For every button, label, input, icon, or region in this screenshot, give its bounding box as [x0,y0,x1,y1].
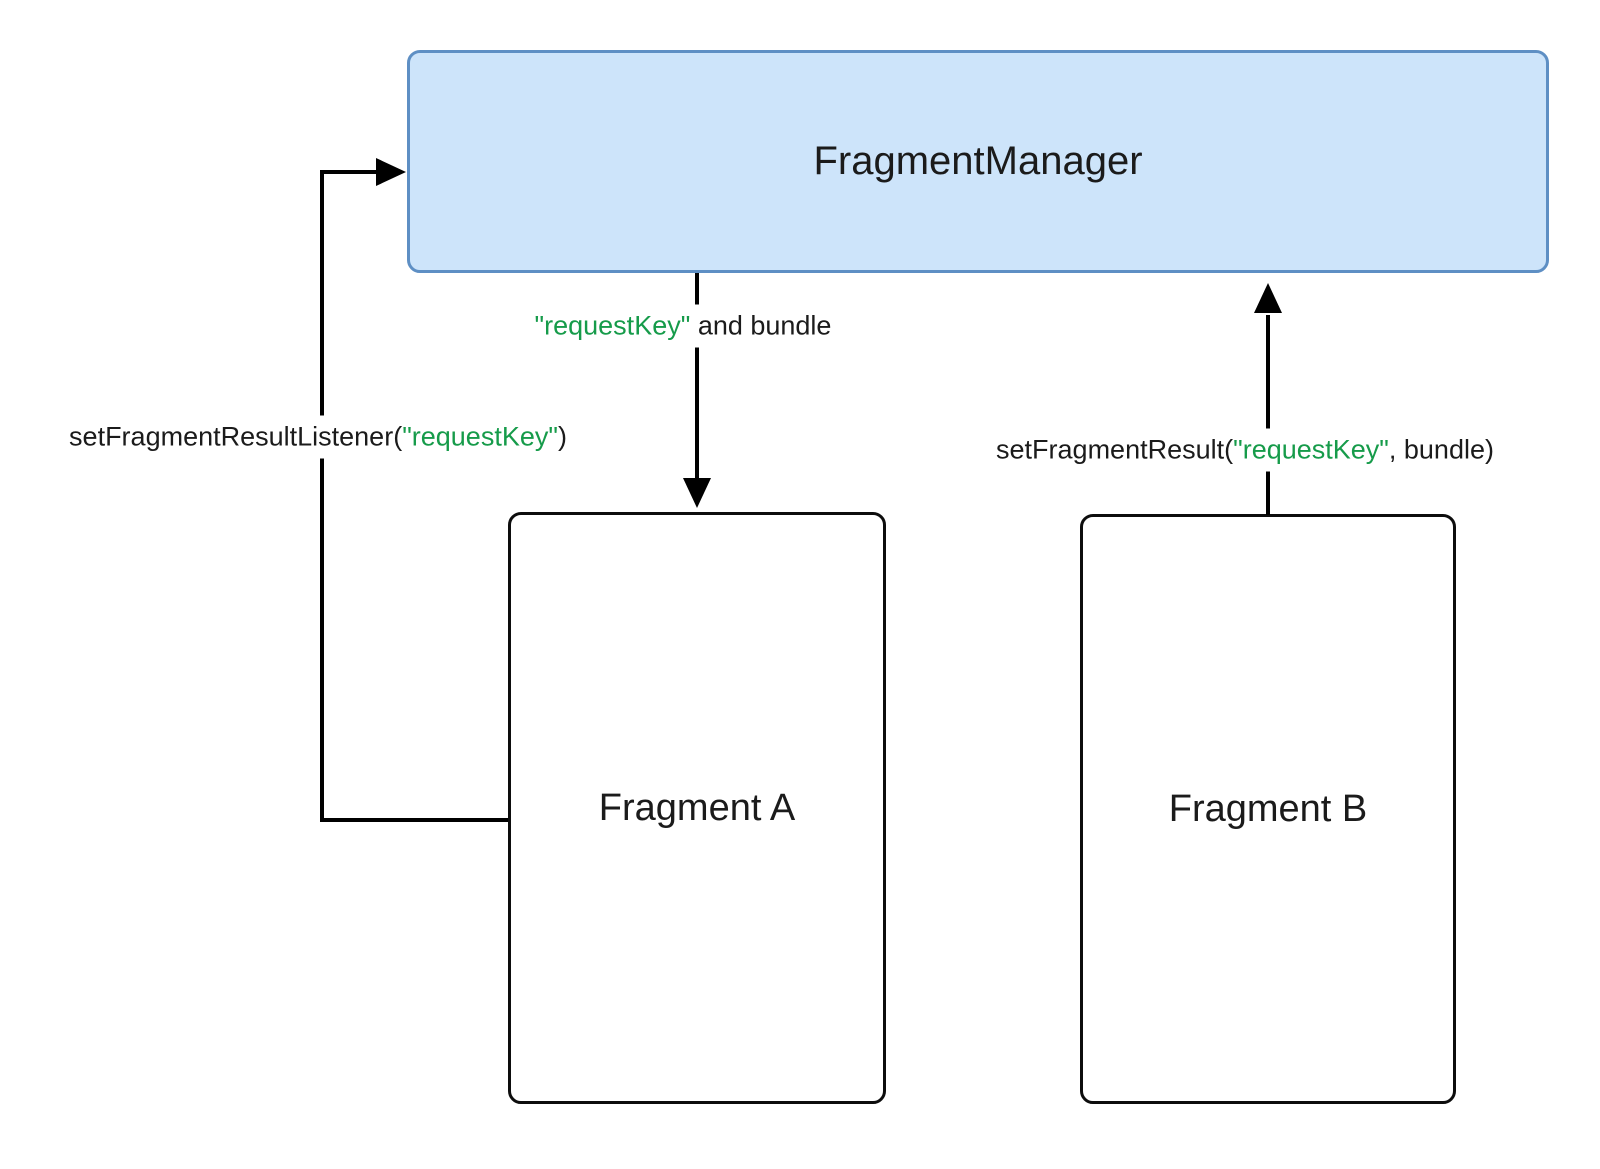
fragment-manager-node: FragmentManager [407,50,1549,273]
listener-connector-vertical-line [320,170,324,820]
set-fragment-result-listener-label: setFragmentResultListener("requestKey") [61,415,575,459]
arrowhead-into-fragment-manager-left-icon [376,158,406,186]
arrowhead-into-fragment-manager-bottom-icon [1254,283,1282,313]
listener-call-prefix: setFragmentResultListener( [69,421,403,452]
fragment-b-node: Fragment B [1080,514,1456,1104]
fragment-b-label: Fragment B [1168,787,1368,830]
result-connector-line [1266,315,1270,515]
fragment-a-label: Fragment A [598,786,796,829]
request-key-literal: "requestKey" [1233,434,1389,465]
listener-call-suffix: ) [557,421,567,452]
result-call-prefix: setFragmentResult( [996,434,1234,465]
set-fragment-result-label: setFragmentResult("requestKey", bundle) [988,428,1502,472]
request-key-and-bundle-label: "requestKey" and bundle [526,304,840,348]
arrowhead-into-fragment-a-icon [683,478,711,508]
result-call-suffix: , bundle) [1388,434,1494,465]
fragment-a-node: Fragment A [508,512,886,1104]
and-bundle-text: and bundle [690,310,832,341]
request-key-literal: "requestKey" [402,421,558,452]
fragment-manager-label: FragmentManager [813,139,1143,183]
listener-connector-top-line [320,170,378,174]
request-key-literal: "requestKey" [534,310,691,341]
request-connector-line [695,273,699,480]
listener-connector-bottom-line [320,818,508,822]
